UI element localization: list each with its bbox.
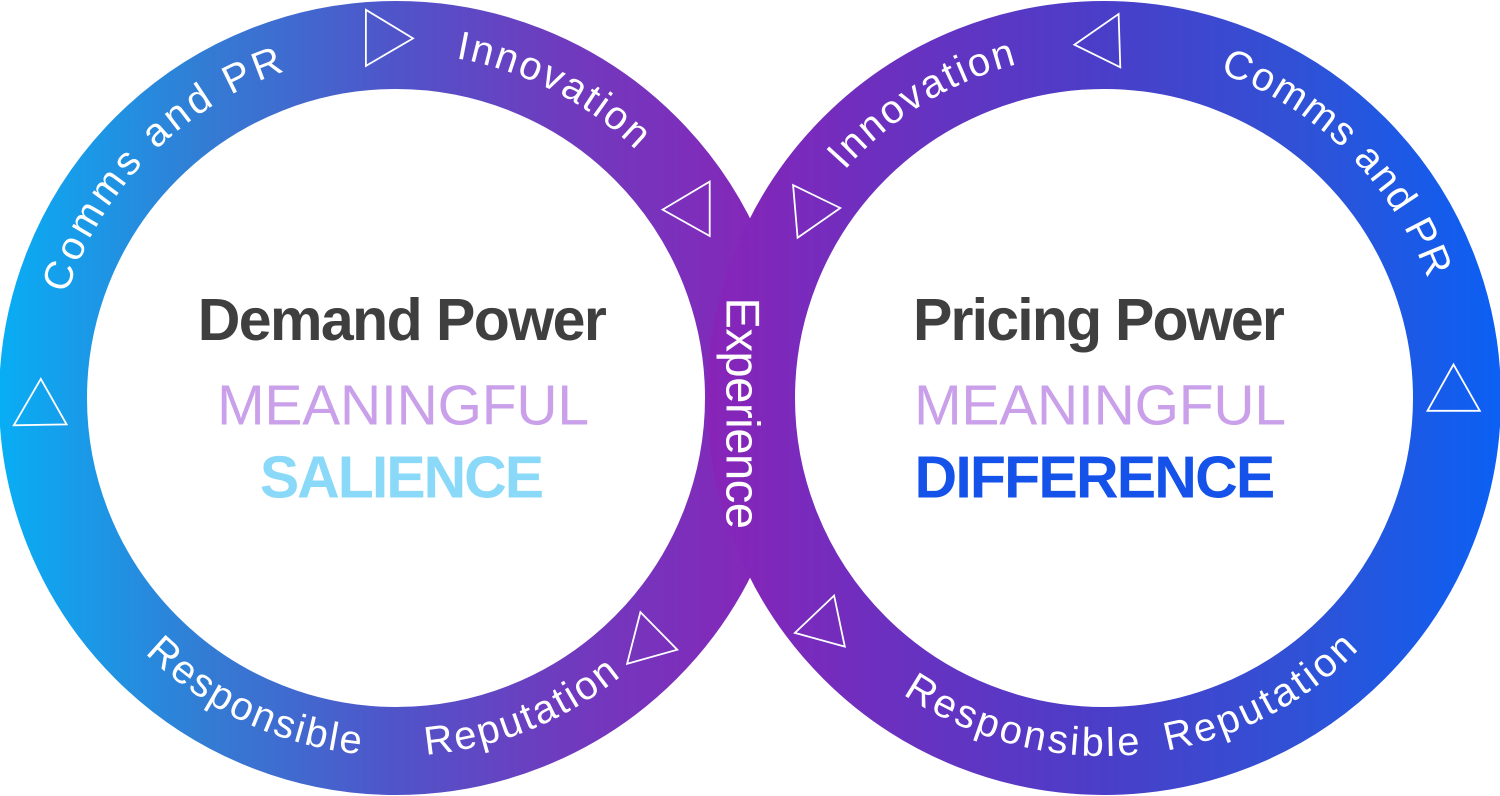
svg-text:DIFFERENCE: DIFFERENCE <box>915 445 1274 511</box>
svg-text:Experience: Experience <box>717 298 770 529</box>
svg-text:Demand Power: Demand Power <box>198 287 607 353</box>
svg-text:MEANINGFUL: MEANINGFUL <box>217 374 589 438</box>
svg-text:Pricing Power: Pricing Power <box>913 287 1285 353</box>
svg-text:SALIENCE: SALIENCE <box>260 445 543 511</box>
svg-text:MEANINGFUL: MEANINGFUL <box>914 374 1286 438</box>
